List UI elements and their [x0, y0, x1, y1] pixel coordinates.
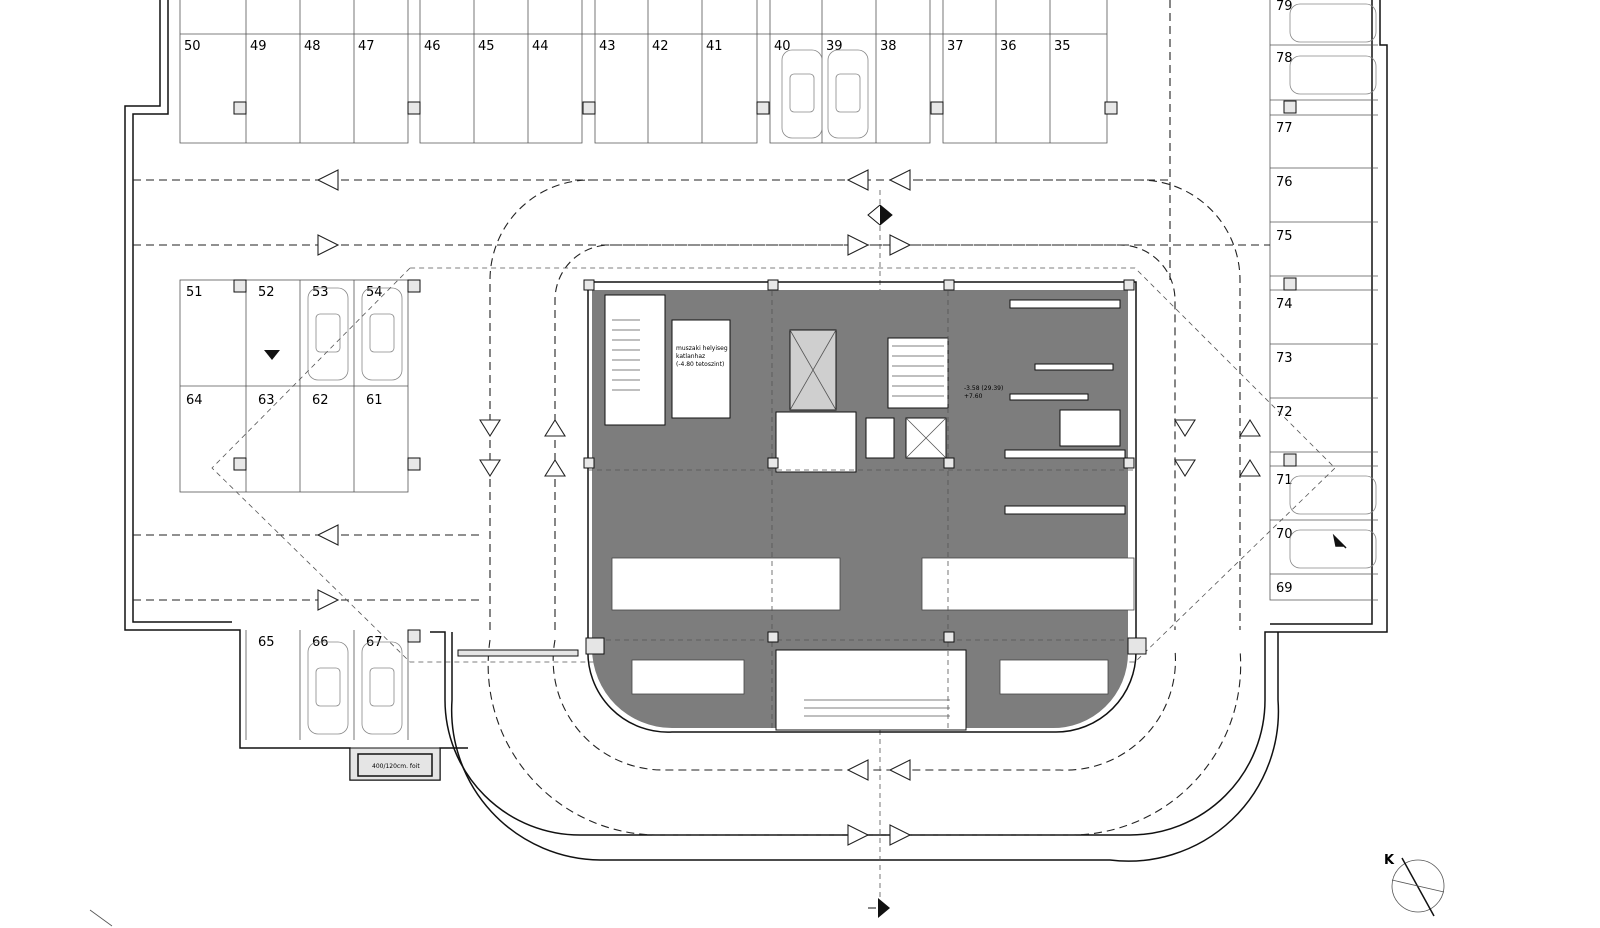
spot-label: 75 — [1276, 229, 1293, 244]
parked-car — [361, 641, 403, 735]
spot-label: 44 — [532, 39, 549, 54]
room-note: muszaki helyiseg — [676, 345, 728, 352]
spot-label: 78 — [1276, 51, 1293, 66]
spot-label: 73 — [1276, 351, 1293, 366]
level-marker-icon — [264, 350, 280, 360]
parked-car — [781, 49, 823, 139]
meeting-table — [999, 659, 1109, 695]
spot-label: 74 — [1276, 297, 1293, 312]
desk-row — [921, 557, 1135, 611]
spot-label: 43 — [599, 39, 616, 54]
spot-label: 35 — [1054, 39, 1071, 54]
spot-label: 38 — [880, 39, 897, 54]
spot-label: 50 — [184, 39, 201, 54]
parked-car — [1289, 475, 1377, 515]
spot-label: 42 — [652, 39, 669, 54]
bottom-left-parking: 65 66 67 — [245, 629, 421, 740]
building-core: muszaki helyiseg katlanhaz (-4.80 tetosz… — [457, 279, 1147, 733]
north-arrow-label: K — [1384, 853, 1395, 868]
spot-label: 41 — [706, 39, 723, 54]
spot-label: 65 — [258, 635, 275, 650]
spot-label: 67 — [366, 635, 383, 650]
shaft-label: 400/120cm. foit — [372, 763, 420, 770]
spot-label: 46 — [424, 39, 441, 54]
parked-car — [361, 287, 403, 381]
spot-label: 40 — [774, 39, 791, 54]
spot-label: 62 — [312, 393, 329, 408]
parked-car — [1289, 3, 1377, 43]
spot-label: 47 — [358, 39, 375, 54]
spot-label: 76 — [1276, 175, 1293, 190]
spot-label: 64 — [186, 393, 203, 408]
elevation-sub: +7.60 — [964, 393, 983, 400]
spot-label: 71 — [1276, 473, 1293, 488]
right-parking-column: 79 78 77 76 75 74 73 72 71 70 69 — [1269, 0, 1378, 601]
section-marker-icon — [868, 898, 890, 918]
spot-label: 69 — [1276, 581, 1293, 596]
parked-car — [1289, 529, 1377, 569]
stairwell — [612, 319, 640, 391]
spot-label: 51 — [186, 285, 203, 300]
section-marker-icon — [867, 204, 893, 226]
spot-label: 61 — [366, 393, 383, 408]
left-parking-block: 51 52 53 54 64 63 62 61 — [179, 279, 421, 493]
parked-car — [827, 49, 869, 139]
parked-car — [307, 287, 349, 381]
spot-label: 70 — [1276, 527, 1293, 542]
parked-car — [307, 641, 349, 735]
top-parking-row: 50 49 48 47 46 45 44 43 42 41 40 39 38 3… — [179, 0, 1118, 144]
spot-label: 72 — [1276, 405, 1293, 420]
spot-label: 48 — [304, 39, 321, 54]
spot-label: 66 — [312, 635, 329, 650]
direction-arrows — [316, 169, 1261, 846]
entry-arrow-icon — [1332, 533, 1347, 549]
spot-label: 52 — [258, 285, 275, 300]
spot-label: 39 — [826, 39, 843, 54]
spot-label: 79 — [1276, 0, 1293, 14]
spot-label: 49 — [250, 39, 267, 54]
spot-label: 53 — [312, 285, 329, 300]
desk-row — [611, 557, 841, 611]
room-note: (-4.80 tetoszint) — [676, 361, 724, 368]
spot-label: 37 — [947, 39, 964, 54]
room-note: katlanhaz — [676, 353, 705, 360]
spot-label: 36 — [1000, 39, 1017, 54]
spot-label: 63 — [258, 393, 275, 408]
elevation-label: -3.58 (29.39) — [964, 385, 1003, 392]
north-arrow-icon: K — [1384, 853, 1445, 917]
meeting-table — [631, 659, 745, 695]
spot-label: 77 — [1276, 121, 1293, 136]
spot-label: 45 — [478, 39, 495, 54]
parked-car — [1289, 55, 1377, 95]
spot-label: 54 — [366, 285, 383, 300]
